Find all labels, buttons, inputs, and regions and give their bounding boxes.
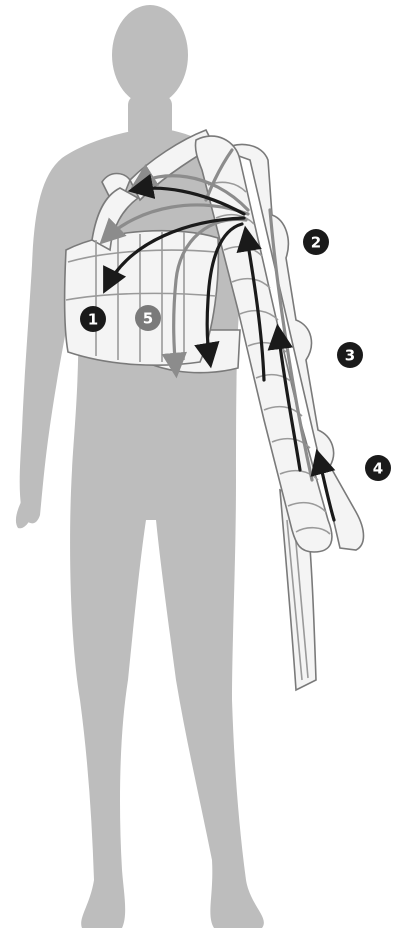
badge-4: 4 [365,455,391,481]
badge-1: 1 [80,306,106,332]
badge-5-label: 5 [143,310,153,328]
badge-5: 5 [135,305,161,331]
badge-4-label: 4 [373,460,383,478]
badge-3-label: 3 [345,347,355,365]
badge-3: 3 [337,342,363,368]
badge-1-label: 1 [88,311,98,329]
badge-2-label: 2 [311,234,321,252]
badge-2: 2 [303,229,329,255]
